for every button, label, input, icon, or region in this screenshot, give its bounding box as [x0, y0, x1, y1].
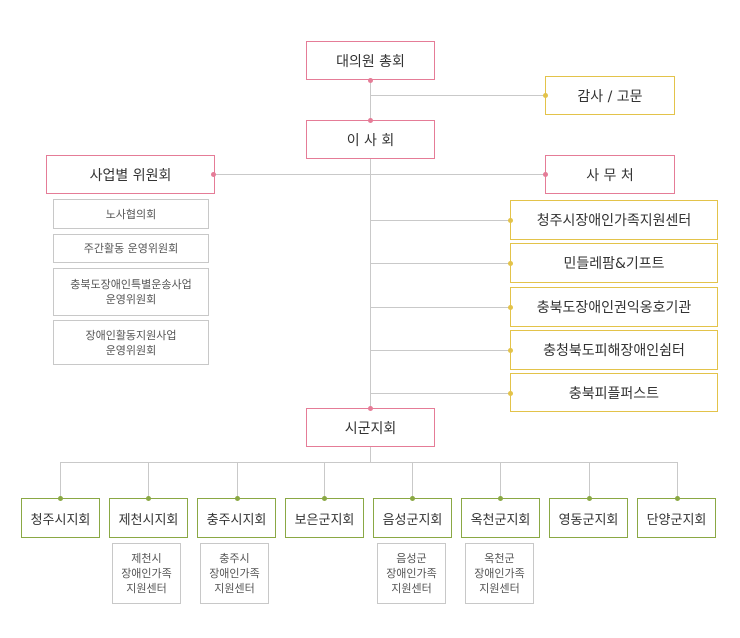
- connector-dot: [322, 496, 327, 501]
- connector-dot: [543, 93, 548, 98]
- connector-dot: [58, 496, 63, 501]
- connector-line: [589, 462, 590, 498]
- affiliate-box: 충북도장애인권익옹호기관: [510, 287, 718, 327]
- connector-dot: [508, 305, 513, 310]
- branch-label: 옥천군지회: [470, 512, 531, 528]
- audit-label: 감사 / 고문: [577, 88, 643, 105]
- audit-box: 감사 / 고문: [545, 76, 675, 115]
- connector-line: [677, 462, 678, 498]
- secretariat-label: 사 무 처: [586, 167, 634, 184]
- branch-label: 보은군지회: [294, 512, 355, 528]
- connector-dot: [368, 118, 373, 123]
- connector-dot: [508, 348, 513, 353]
- connector-line: [324, 462, 325, 498]
- affiliate-box: 민들레팜&기프트: [510, 243, 718, 283]
- branch-box: 옥천군지회: [461, 498, 540, 538]
- connector-dot: [508, 218, 513, 223]
- branch-box: 단양군지회: [637, 498, 716, 538]
- affiliate-box: 충북피플퍼스트: [510, 373, 718, 412]
- connector-dot: [508, 261, 513, 266]
- committee-item: 주간활동 운영위원회: [53, 234, 209, 263]
- branch-center-box: 충주시 장애인가족 지원센터: [200, 543, 269, 604]
- affiliate-label: 충북피플퍼스트: [568, 385, 660, 402]
- branch-label: 단양군지회: [646, 512, 707, 528]
- board-label: 이 사 회: [346, 132, 395, 149]
- committee-item-label: 장애인활동지원사업 운영위원회: [85, 328, 177, 357]
- connector-dot: [410, 496, 415, 501]
- affiliate-label: 민들레팜&기프트: [563, 256, 665, 272]
- affiliate-label: 충북도장애인권익옹호기관: [536, 300, 692, 316]
- affiliate-box: 청주시장애인가족지원센터: [510, 200, 718, 240]
- connector-line: [370, 263, 510, 264]
- connector-dot: [146, 496, 151, 501]
- connector-line: [213, 174, 546, 175]
- affiliate-box: 충청북도피해장애인쉼터: [510, 330, 718, 370]
- branch-center-label: 음성군 장애인가족 지원센터: [386, 552, 437, 595]
- connector-dot: [675, 496, 680, 501]
- branch-center-label: 충주시 장애인가족 지원센터: [209, 552, 260, 595]
- branch-label: 충주시지회: [206, 512, 267, 528]
- branch-hq-box: 시군지회: [306, 408, 435, 447]
- connector-line: [370, 159, 371, 408]
- connector-line: [370, 80, 371, 120]
- branch-box: 청주시지회: [21, 498, 100, 538]
- secretariat-box: 사 무 처: [545, 155, 675, 194]
- assembly-box: 대의원 총회: [306, 41, 435, 80]
- connector-dot: [498, 496, 503, 501]
- connector-line: [500, 462, 501, 498]
- committee-item-label: 충북도장애인특별운송사업 운영위원회: [70, 278, 192, 306]
- connector-line: [370, 350, 510, 351]
- branch-center-label: 옥천군 장애인가족 지원센터: [474, 552, 525, 595]
- branch-center-box: 옥천군 장애인가족 지원센터: [465, 543, 534, 604]
- branch-label: 청주시지회: [30, 512, 91, 528]
- connector-line: [148, 462, 149, 498]
- branch-box: 음성군지회: [373, 498, 452, 538]
- connector-line: [370, 307, 510, 308]
- connector-dot: [211, 172, 216, 177]
- branch-box: 보은군지회: [285, 498, 364, 538]
- branch-center-label: 제천시 장애인가족 지원센터: [121, 552, 172, 595]
- connector-dot: [368, 78, 373, 83]
- committee-item-label: 주간활동 운영위원회: [83, 242, 179, 255]
- committee-box: 사업별 위원회: [46, 155, 215, 194]
- committee-item: 노사협의회: [53, 199, 209, 229]
- connector-line: [370, 447, 371, 462]
- connector-line: [370, 95, 546, 96]
- connector-line: [237, 462, 238, 498]
- board-box: 이 사 회: [306, 120, 435, 159]
- connector-dot: [508, 391, 513, 396]
- committee-item: 장애인활동지원사업 운영위원회: [53, 320, 209, 365]
- connector-line: [60, 462, 61, 498]
- branch-box: 영동군지회: [549, 498, 628, 538]
- affiliate-label: 청주시장애인가족지원센터: [536, 213, 692, 229]
- branch-label: 음성군지회: [382, 512, 443, 528]
- branch-hq-label: 시군지회: [344, 420, 397, 437]
- branch-center-box: 제천시 장애인가족 지원센터: [112, 543, 181, 604]
- committee-item: 충북도장애인특별운송사업 운영위원회: [53, 268, 209, 316]
- connector-dot: [368, 406, 373, 411]
- connector-dot: [235, 496, 240, 501]
- connector-dot: [587, 496, 592, 501]
- branch-label: 영동군지회: [558, 512, 619, 528]
- branch-label: 제천시지회: [118, 512, 179, 528]
- committee-item-label: 노사협의회: [105, 207, 157, 221]
- connector-line: [370, 220, 510, 221]
- connector-line: [412, 462, 413, 498]
- connector-line: [60, 462, 677, 463]
- branch-box: 충주시지회: [197, 498, 276, 538]
- branch-center-box: 음성군 장애인가족 지원센터: [377, 543, 446, 604]
- committee-label: 사업별 위원회: [89, 167, 172, 184]
- branch-box: 제천시지회: [109, 498, 188, 538]
- connector-line: [370, 393, 510, 394]
- assembly-label: 대의원 총회: [336, 53, 405, 70]
- affiliate-label: 충청북도피해장애인쉼터: [543, 343, 685, 359]
- connector-dot: [543, 172, 548, 177]
